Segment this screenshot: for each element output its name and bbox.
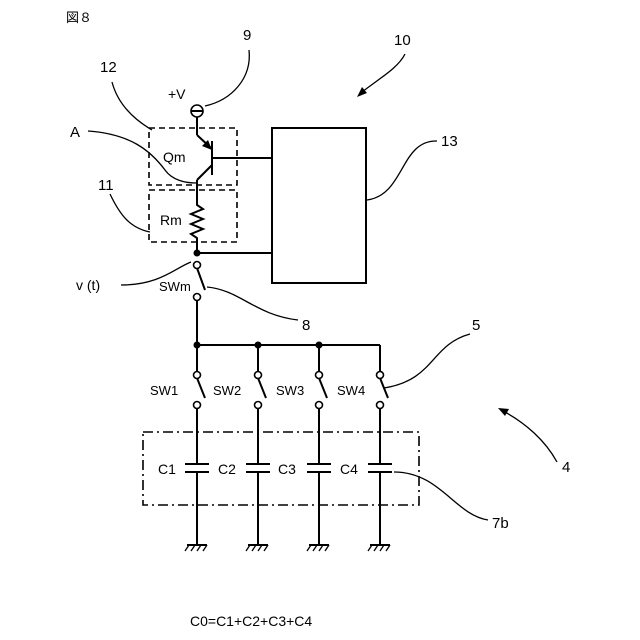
ref-10-label: 10	[394, 32, 411, 49]
ref-4-label: 4	[562, 459, 570, 476]
ref-5-label: 5	[472, 317, 480, 334]
capacitance-equation: C0=C1+C2+C3+C4	[190, 613, 312, 629]
branch-2	[246, 345, 270, 551]
qm-label: Qm	[163, 149, 186, 165]
ref-9-leader	[205, 50, 249, 106]
rm-label: Rm	[160, 212, 182, 228]
branch-4	[368, 345, 392, 551]
ref-7b-leader	[394, 472, 488, 520]
ref-12-label: 12	[100, 59, 117, 76]
figure-label: 図８	[66, 10, 92, 25]
sw4-label: SW4	[337, 383, 365, 398]
ref-11-label: 11	[98, 177, 114, 194]
branch-3	[307, 345, 331, 551]
sw2-label: SW2	[213, 383, 241, 398]
transistor-qm	[197, 117, 272, 200]
plus-v-label: +V	[168, 86, 186, 102]
ref-4-arrowhead	[498, 408, 509, 416]
branch-1	[185, 345, 209, 551]
ref-12-leader	[112, 82, 152, 130]
vt-node	[194, 250, 201, 257]
swm-label: SWm	[159, 279, 191, 294]
sw3-label: SW3	[276, 383, 304, 398]
ref-11-leader	[110, 194, 150, 232]
c3-label: C3	[278, 461, 296, 477]
c2-label: C2	[218, 461, 236, 477]
c4-label: C4	[340, 461, 358, 477]
ref-4-leader	[505, 412, 557, 462]
ref-7b-label: 7b	[492, 515, 509, 532]
control-block	[272, 128, 366, 283]
ref-5-leader	[384, 334, 470, 388]
ref-10-leader	[362, 54, 405, 92]
sw1-label: SW1	[150, 383, 178, 398]
ref-8-leader	[207, 287, 298, 320]
switch-swm	[194, 262, 206, 346]
power-terminal	[191, 105, 203, 117]
ref-13-label: 13	[441, 133, 458, 150]
ref-10-arrowhead	[357, 87, 367, 97]
vt-label: v (t)	[76, 277, 100, 293]
ref-a-label: A	[70, 124, 80, 141]
resistor-rm	[191, 200, 203, 253]
c1-label: C1	[158, 461, 176, 477]
ref-13-leader	[367, 141, 437, 200]
ref-9-label: 9	[243, 27, 251, 44]
ref-8-label: 8	[302, 317, 310, 334]
